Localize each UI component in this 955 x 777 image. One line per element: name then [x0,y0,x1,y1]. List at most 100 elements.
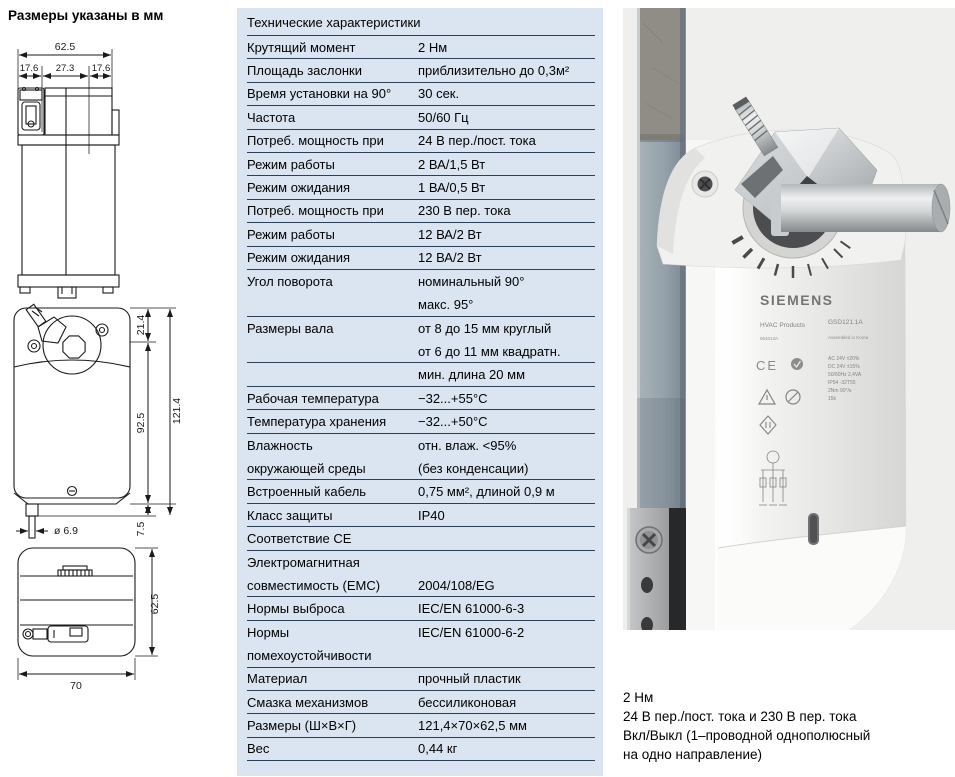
spec-value: 12 ВА/2 Вт [418,226,482,242]
dim-front-total: 121.4 [171,398,183,424]
dim-side-w1: 17.6 [20,63,39,74]
c-tick-icon [791,358,803,370]
spec-label: Соответствие CE [247,530,352,546]
spec-value: 50/60 Гц [418,109,469,125]
spec-value: 24 В пер./пост. тока [418,133,536,149]
dim-side-w3: 17.6 [92,63,111,74]
dim-side-total: 62.5 [55,41,76,53]
bracket-screw [691,170,719,198]
spec-label: Потреб. мощность при [247,203,384,219]
spec-label: Вес [247,741,270,757]
svg-text:AC 24V ±20%: AC 24V ±20% [828,356,860,362]
label-code: 061013A [760,336,778,341]
table-row: совместимость (EMC)2004/108/EG [247,574,595,598]
spec-label: Температура хранения [247,413,387,429]
table-row: Соответствие CE [247,527,595,551]
table-row: Нормы IEC/EN 61000-6-2 [247,621,595,644]
spec-label: Влажность [247,437,313,453]
dim-top-width: 70 [70,680,82,692]
spec-label: Частота [247,109,296,125]
spec-label: Угол поворота [247,274,333,290]
actuator-shaft [771,180,951,236]
spec-label: Режим работы [247,156,335,172]
caption-line: на одно направление) [623,747,763,762]
spec-label: Материал [247,671,308,687]
spec-value: отн. влаж. <95% [418,437,517,453]
spec-label: Площадь заслонки [247,63,362,79]
spec-value: IP40 [418,507,445,523]
table-row: мин. длина 20 мм [247,363,595,387]
spec-value: бессиликоновая [418,694,517,710]
spec-value: 1 ВА/0,5 Вт [418,180,486,196]
spec-label: Смазка механизмов [247,694,369,710]
spec-label: Нормы выброса [247,601,345,617]
spec-value: 30 сек. [418,86,460,102]
spec-value: 2 Нм [418,39,448,55]
spec-value: от 8 до 15 мм круглый [418,320,552,336]
front-view-outline [13,303,131,539]
drawing-side-view: 62.5 17.6 27.3 17.6 [17,41,120,299]
spec-label: Режим работы [247,226,335,242]
table-row: Режим работы 12 ВА/2 Вт [247,223,595,247]
dimensions-note: Размеры указаны в мм [8,8,164,23]
spec-value: IEC/EN 61000-6-2 [418,624,525,640]
table-row: Время установки на 90° 30 сек. [247,83,595,107]
svg-text:IP54 -32T55: IP54 -32T55 [828,380,856,386]
table-row: Влажность отн. влаж. <95% [247,434,595,457]
spec-label: Нормы [247,624,290,640]
svg-text:15k: 15k [828,396,837,402]
spec-value: мин. длина 20 мм [418,367,526,383]
table-row: окружающей среды (без конденсации) [247,457,595,481]
siemens-logo-text: SIEMENS [760,292,834,308]
dim-top-depth: 62.5 [149,594,161,615]
svg-text:50/60Hz 2,4VA: 50/60Hz 2,4VA [828,372,862,378]
spec-label: Режим ожидания [247,180,351,196]
spec-table-title: Технические характеристики [247,11,595,36]
spec-value: 121,4×70×62,5 мм [418,718,527,734]
table-row: Нормы выброса IEC/EN 61000-6-3 [247,597,595,621]
top-view-outline [17,547,136,657]
bottom-cover [718,526,906,630]
caption-line: 2 Нм [623,690,654,705]
table-row: Крутящий момент 2 Нм [247,36,595,60]
side-view-outline [17,86,120,299]
caption-line: Вкл/Выкл (1–проводной однополюсный [623,728,871,743]
spec-value: от 6 до 11 мм квадратн. [418,343,561,359]
table-row: Температура хранения−32...+50°C [247,410,595,434]
spec-label: Крутящий момент [247,39,356,55]
spec-value: 12 ВА/2 Вт [418,250,482,266]
spec-value: IEC/EN 61000-6-3 [418,601,525,617]
table-row: Режим ожидания 12 ВА/2 Вт [247,247,595,270]
actuator-body [714,237,907,630]
spec-value: прочный пластик [418,671,521,687]
rail-hole [641,617,653,630]
spec-label: окружающей среды [247,460,366,476]
table-row: Рабочая температура−32...+55°C [247,387,595,411]
spec-label: Режим ожидания [247,250,351,266]
table-row: макс. 95° [247,293,595,317]
clamp-screw [732,96,779,157]
spec-value: 0,44 кг [418,741,458,757]
dim-front-top: 21.4 [135,315,147,336]
rotation-scale [731,235,851,278]
diamond-icon [759,415,777,435]
spec-label: Рабочая температура [247,390,379,406]
mounting-rail [627,508,687,630]
spec-table: Технические характеристики Крутящий моме… [237,8,603,777]
photo-caption: 2 Нм 24 В пер./пост. тока и 230 В пер. т… [623,688,870,764]
drawing-top-view: 62.5 70 [17,547,161,692]
table-row: Электромагнитная [247,551,595,574]
spec-label: Время установки на 90° [247,86,392,102]
dim-front-gland: 7.5 [135,522,147,537]
spec-value: (без конденсации) [418,460,529,476]
svg-text:2Nm 90°/s: 2Nm 90°/s [828,388,852,394]
table-row: от 6 до 11 мм квадратн. [247,340,595,364]
ce-mark: CE [756,358,778,373]
